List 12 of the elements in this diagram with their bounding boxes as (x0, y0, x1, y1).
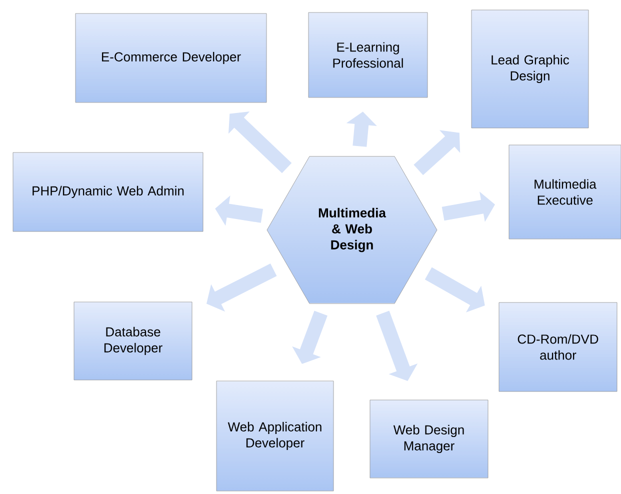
process-box: E-Learning Professional (308, 12, 428, 98)
process-box: Database Developer (74, 302, 192, 380)
process-box: CD-Rom/DVD author (498, 302, 618, 392)
process-box: Web Application Developer (216, 380, 334, 492)
block-arrow (376, 310, 418, 381)
process-box: Web Design Manager (370, 400, 488, 478)
block-arrow (206, 264, 277, 312)
process-box: Lead Graphic Design (471, 10, 589, 128)
process-box: E-Commerce Developer (75, 13, 267, 103)
hexagon-node: Multimedia & Web Design (266, 156, 438, 304)
process-box: Multimedia Executive (508, 144, 621, 240)
process-box: PHP/Dynamic Web Admin (12, 152, 204, 232)
